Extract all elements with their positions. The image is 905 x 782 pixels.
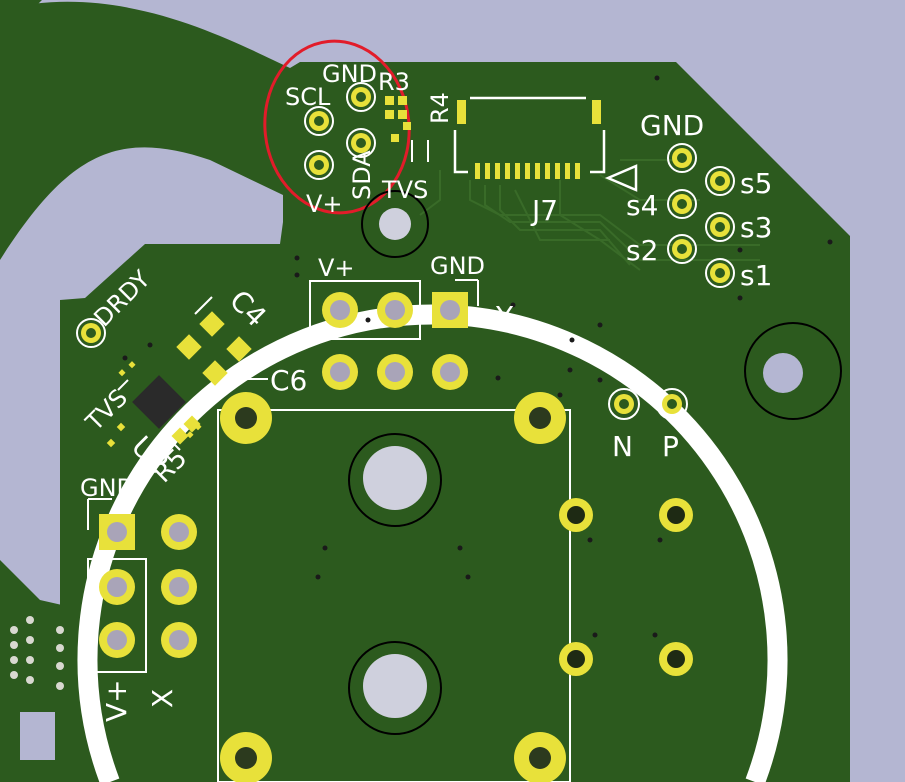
header-y bbox=[309, 279, 479, 390]
label-gnd-right: GND bbox=[640, 109, 704, 142]
mounting-hole-right bbox=[744, 322, 842, 420]
label-gnd-left: GND bbox=[80, 474, 135, 502]
annotation-circle bbox=[263, 39, 411, 215]
label-s5: s5 bbox=[740, 167, 772, 200]
copper-tracks bbox=[419, 159, 760, 271]
label-vplus-left: V+ bbox=[100, 679, 133, 722]
label-s3: s3 bbox=[740, 211, 772, 244]
label-r4: R4 bbox=[426, 92, 454, 124]
through-hole-pads-right bbox=[559, 498, 693, 676]
joystick-pads bbox=[220, 392, 566, 782]
mounting-hole-center-bottom bbox=[348, 641, 442, 735]
np-test-pads bbox=[608, 388, 688, 420]
label-s4: s4 bbox=[626, 189, 658, 222]
label-vplus-mid: V+ bbox=[318, 254, 355, 282]
label-x: X bbox=[146, 689, 179, 708]
label-sda: SDA bbox=[348, 150, 376, 200]
label-p: P bbox=[662, 430, 679, 463]
label-tvs-top: TVS bbox=[381, 176, 428, 204]
mounting-hole-center-top bbox=[348, 433, 442, 527]
i2c-test-pads bbox=[304, 82, 376, 180]
edge-vias bbox=[10, 616, 64, 690]
mounting-hole-top bbox=[361, 190, 429, 258]
ic-u2 bbox=[106, 361, 202, 451]
connector-j7 bbox=[453, 96, 638, 192]
header-x bbox=[87, 498, 197, 673]
label-s1: s1 bbox=[740, 259, 772, 292]
capacitor-c4-c6 bbox=[176, 296, 268, 386]
label-s2: s2 bbox=[626, 234, 658, 267]
vias bbox=[122, 75, 833, 638]
label-gnd-top: GND bbox=[322, 60, 377, 88]
label-gnd-mid: GND bbox=[430, 252, 485, 280]
label-j7: J7 bbox=[530, 194, 558, 227]
label-c6: C6 bbox=[270, 364, 307, 397]
switch-test-pads bbox=[667, 143, 735, 288]
resistor-r3-r4 bbox=[385, 96, 429, 162]
drdy-test-pad bbox=[76, 318, 106, 348]
label-n: N bbox=[612, 430, 633, 463]
label-r3: R3 bbox=[378, 68, 410, 96]
label-scl: SCL bbox=[285, 83, 331, 111]
board-arc-section bbox=[0, 0, 42, 90]
board-left-slot bbox=[20, 712, 55, 760]
label-vplus-top: V+ bbox=[306, 190, 343, 218]
label-y: Y bbox=[495, 300, 514, 333]
joystick-outline bbox=[217, 409, 571, 782]
